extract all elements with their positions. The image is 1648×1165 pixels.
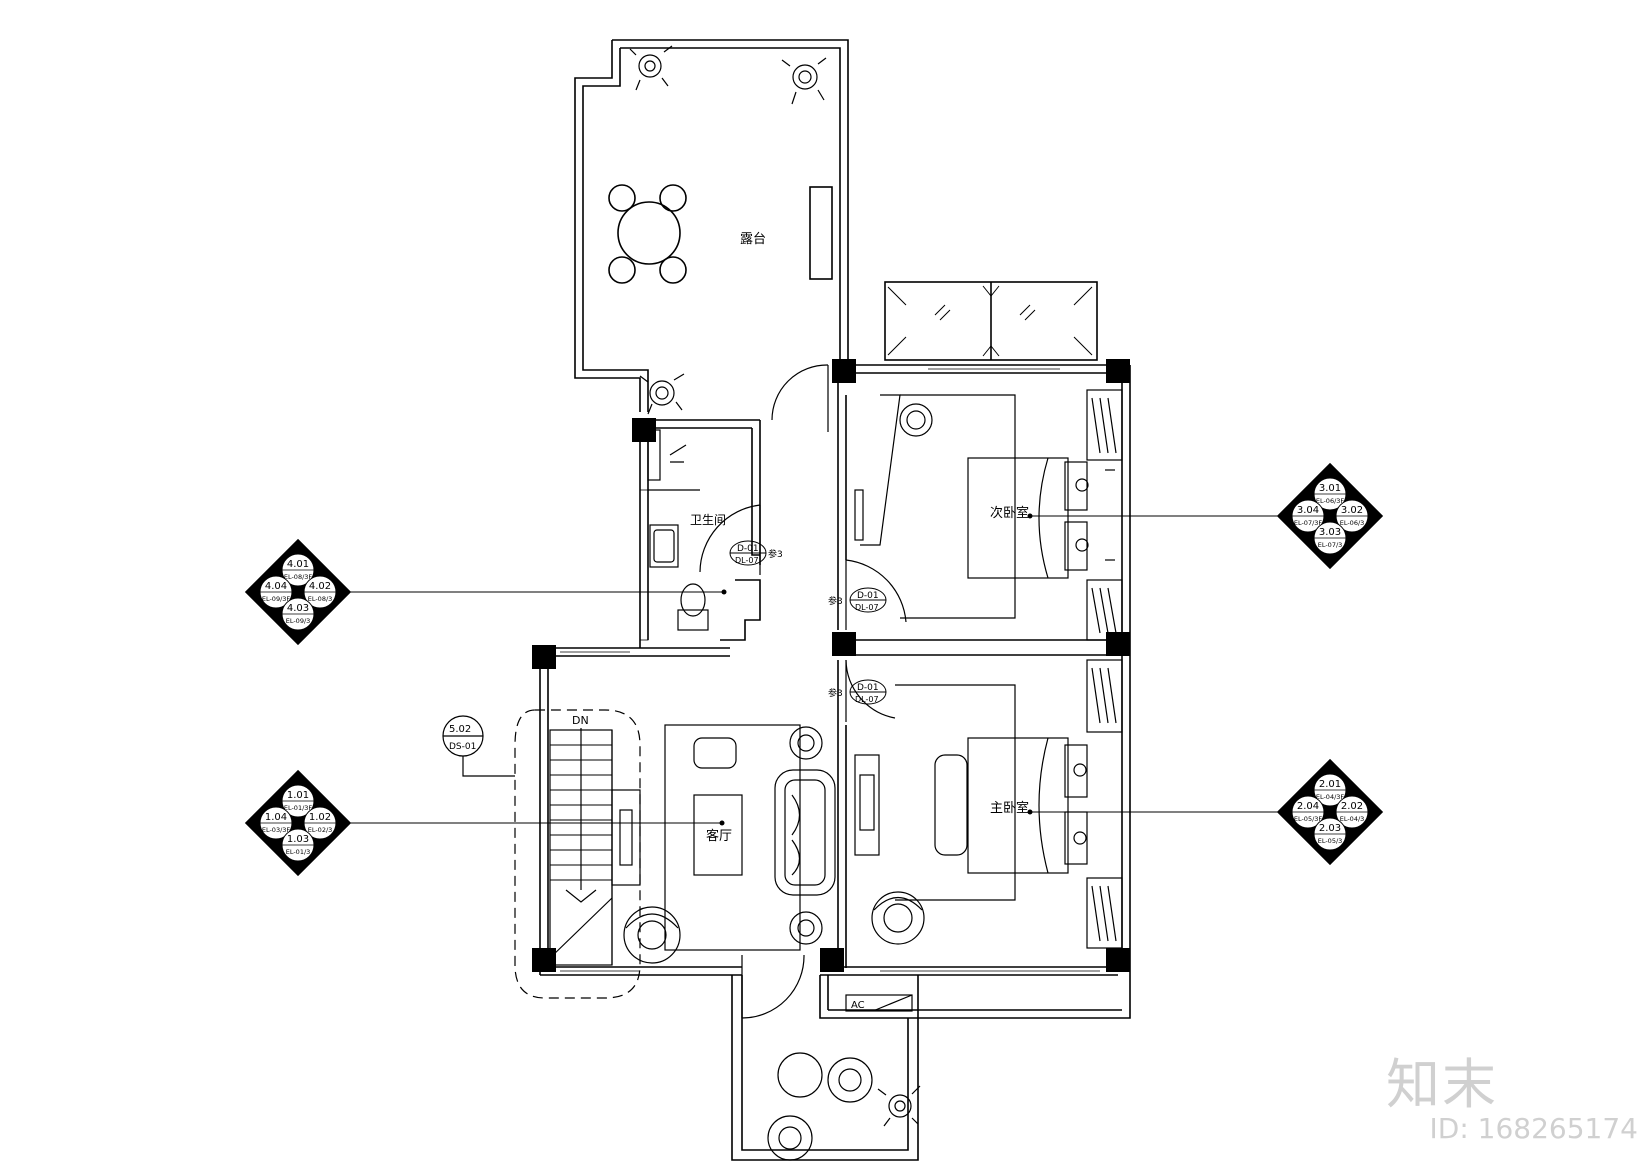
- living-room-door: [741, 954, 805, 1019]
- svg-text:EL-07/3: EL-07/3: [1318, 541, 1343, 549]
- svg-text:3.04: 3.04: [1297, 505, 1319, 516]
- bathroom-door: [699, 504, 761, 575]
- svg-text:4.01: 4.01: [287, 559, 309, 570]
- svg-text:DS-01: DS-01: [449, 742, 476, 752]
- svg-text:EL-04/3F: EL-04/3F: [1316, 793, 1345, 801]
- svg-text:EL-04/3: EL-04/3: [1340, 815, 1365, 823]
- lower-balcony-furniture: [767, 1052, 873, 1161]
- svg-text:EL-06/3: EL-06/3: [1340, 519, 1365, 527]
- terrace-walls: [574, 39, 849, 412]
- room-label-living-room: 客厅: [706, 828, 732, 844]
- svg-text:EL-07/3F: EL-07/3F: [1294, 519, 1323, 527]
- svg-text:5.02: 5.02: [449, 724, 471, 735]
- svg-text:参3: 参3: [828, 687, 843, 699]
- svg-text:DL-07: DL-07: [855, 603, 879, 612]
- svg-text:D-01: D-01: [737, 544, 759, 554]
- master-bedroom-door: [845, 659, 896, 722]
- room-label-terrace: 露台: [740, 232, 766, 247]
- svg-text:2.01: 2.01: [1319, 779, 1341, 790]
- stair: [514, 709, 641, 999]
- terrace-table-set: [608, 184, 687, 284]
- svg-text:4.04: 4.04: [265, 581, 287, 592]
- ac-unit: AC: [845, 994, 913, 1012]
- door-tag-second-bedroom: D-01 DL-07 参3: [828, 587, 887, 613]
- leader-dots: [719, 513, 1033, 826]
- room-label-second-bedroom: 次卧室: [990, 505, 1029, 521]
- structural-columns: [532, 359, 1130, 972]
- svg-text:DL-07: DL-07: [855, 695, 879, 704]
- svg-text:参3: 参3: [768, 548, 783, 560]
- svg-text:3.03: 3.03: [1319, 527, 1341, 538]
- bathroom-fixtures: [639, 429, 709, 641]
- svg-text:EL-09/3: EL-09/3: [286, 617, 311, 625]
- svg-text:2.02: 2.02: [1341, 801, 1363, 812]
- svg-text:EL-08/3F: EL-08/3F: [284, 573, 313, 581]
- svg-text:D-01: D-01: [857, 591, 879, 601]
- svg-text:3.02: 3.02: [1341, 505, 1363, 516]
- svg-text:EL-01/3: EL-01/3: [286, 848, 311, 856]
- svg-text:4.03: 4.03: [287, 603, 309, 614]
- svg-text:3.01: 3.01: [1319, 483, 1341, 494]
- svg-text:1.02: 1.02: [309, 812, 331, 823]
- svg-text:AC: AC: [851, 1000, 865, 1011]
- svg-text:EL-01/3F: EL-01/3F: [284, 804, 313, 812]
- svg-text:EL-08/3: EL-08/3: [308, 595, 333, 603]
- section-tag: 5.02 DS-01: [442, 715, 515, 777]
- room-label-bathroom: 卫生间: [690, 513, 726, 527]
- svg-text:1.04: 1.04: [265, 812, 287, 823]
- bay-window: [884, 281, 1098, 361]
- watermark-id: ID: 168265174: [1429, 1112, 1638, 1145]
- door-tag-master-bedroom: D-01 DL-07 参3: [828, 679, 887, 705]
- leader-lines: [350, 515, 1330, 824]
- second-bedroom-door: [845, 559, 907, 630]
- svg-text:EL-06/3F: EL-06/3F: [1316, 497, 1345, 505]
- svg-text:EL-09/3F: EL-09/3F: [262, 595, 291, 603]
- svg-text:参3: 参3: [828, 595, 843, 607]
- svg-text:4.02: 4.02: [309, 581, 331, 592]
- svg-text:EL-05/3F: EL-05/3F: [1294, 815, 1323, 823]
- terrace-plants: [629, 45, 921, 1127]
- svg-text:2.03: 2.03: [1319, 823, 1341, 834]
- svg-text:EL-03/3F: EL-03/3F: [262, 826, 291, 834]
- svg-text:EL-05/3: EL-05/3: [1318, 837, 1343, 845]
- svg-text:2.04: 2.04: [1297, 801, 1319, 812]
- svg-text:D-01: D-01: [857, 683, 879, 693]
- door-tag-bathroom: D-01 DL-07 参3: [729, 540, 783, 566]
- terrace-door: [771, 364, 829, 432]
- watermark-logo: 知末: [1386, 1053, 1498, 1116]
- svg-text:1.01: 1.01: [287, 790, 309, 801]
- svg-text:DL-07: DL-07: [735, 556, 759, 565]
- second-bedroom-furniture: [854, 389, 1123, 641]
- svg-text:EL-02/3: EL-02/3: [308, 826, 333, 834]
- living-room-furniture: [623, 724, 836, 964]
- svg-text:1.03: 1.03: [287, 834, 309, 845]
- stair-direction-label: DN: [572, 714, 589, 727]
- master-bedroom-furniture: [854, 659, 1123, 949]
- room-label-master-bedroom: 主卧室: [990, 800, 1029, 816]
